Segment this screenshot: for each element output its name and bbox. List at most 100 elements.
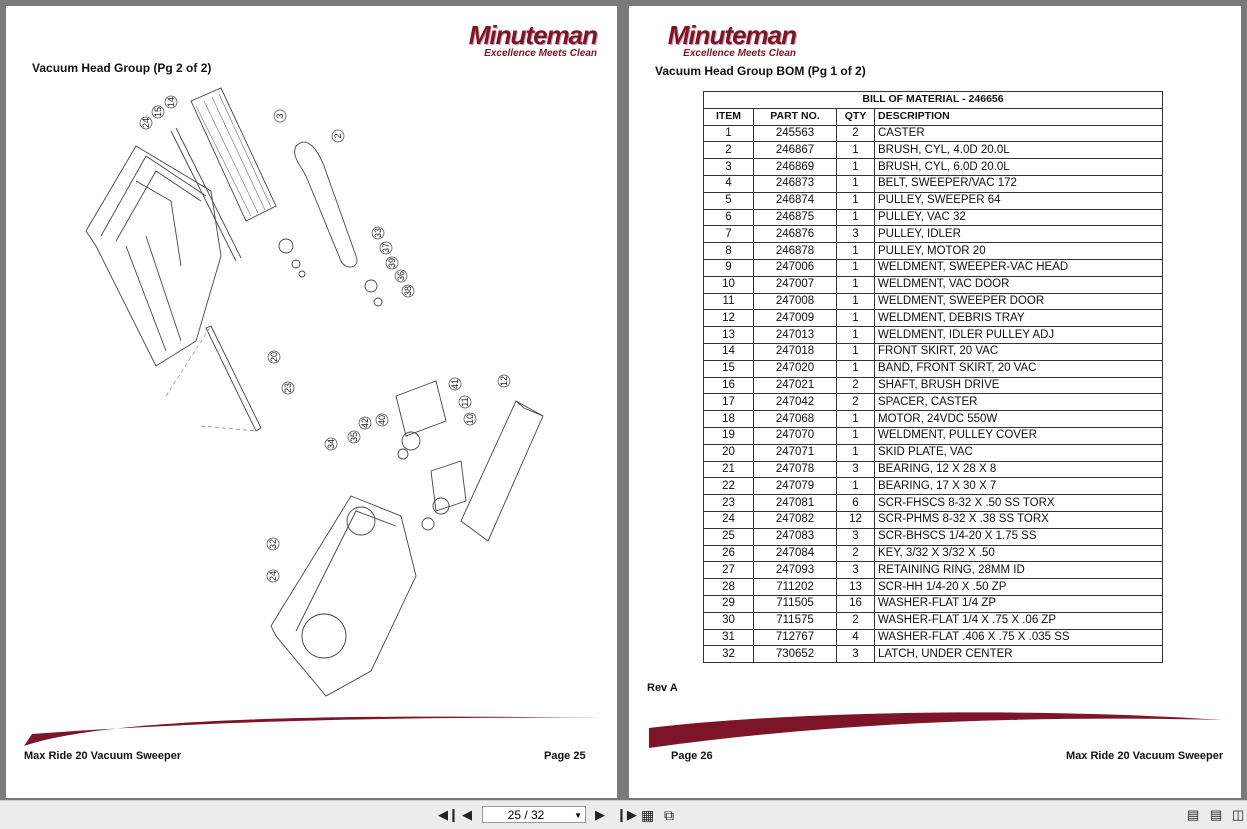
table-cell: 247006 (753, 258, 837, 277)
table-cell: 27 (703, 561, 754, 580)
callout: 14 (164, 95, 178, 109)
svg-text:40: 40 (377, 415, 387, 425)
table-cell: 10 (703, 275, 754, 294)
table-cell: LATCH, UNDER CENTER (874, 645, 1163, 664)
last-page-icon[interactable]: ❙▶ (616, 807, 637, 822)
table-cell: 1 (836, 174, 875, 193)
fit-width-icon[interactable]: ▦ (641, 807, 655, 823)
table-cell: SHAFT, BRUSH DRIVE (874, 376, 1163, 395)
continuous-view-icon[interactable]: ▤ (1210, 807, 1223, 822)
svg-text:41: 41 (450, 379, 460, 389)
table-cell: WASHER-FLAT 1/4 X .75 X .06 ZP (874, 611, 1163, 630)
table-cell: 9 (703, 258, 754, 277)
svg-text:2: 2 (333, 133, 343, 138)
callout: 40 (375, 413, 389, 427)
page-number-input[interactable]: 25 / 32 ▼ (482, 806, 586, 823)
callout: 35 (347, 430, 361, 444)
callout: 20 (267, 350, 281, 364)
single-page-view-icon[interactable]: ▤ (1187, 807, 1200, 822)
table-cell: 711575 (753, 611, 837, 630)
dropdown-icon[interactable]: ▼ (574, 811, 582, 820)
two-page-icon[interactable]: ⧉ (664, 807, 674, 823)
table-cell: 247021 (753, 376, 837, 395)
table-cell: 247084 (753, 544, 837, 563)
table-cell: 18 (703, 410, 754, 428)
table-cell: 1 (836, 443, 875, 462)
table-cell: WASHER-FLAT 1/4 ZP (874, 594, 1163, 613)
table-cell: 28 (703, 578, 754, 596)
page-title: Vacuum Head Group BOM (Pg 1 of 2) (655, 64, 866, 78)
column-header: ITEM (703, 107, 754, 126)
first-page-icon[interactable]: ◀❙ (438, 807, 459, 822)
svg-text:10: 10 (465, 414, 475, 424)
table-cell: 246874 (753, 191, 837, 210)
table-header-row: ITEM PART NO. QTY DESCRIPTION (703, 107, 1163, 126)
svg-text:20: 20 (269, 352, 279, 362)
table-cell: 245563 (753, 124, 837, 143)
brand-logo: Minuteman Excellence Meets Clean (646, 20, 797, 59)
prev-page-icon[interactable]: ◀ (462, 807, 472, 822)
svg-text:24: 24 (268, 571, 278, 581)
column-header: QTY (836, 107, 875, 126)
table-cell: 247070 (753, 426, 837, 445)
table-cell: BEARING, 12 X 28 X 8 (874, 460, 1163, 479)
table-cell: 246875 (753, 208, 837, 227)
revision-label: Rev A (647, 682, 678, 694)
column-header: PART NO. (753, 107, 837, 126)
table-cell: 1 (836, 309, 875, 328)
table-cell: 13 (836, 578, 875, 596)
table-cell: WELDMENT, SWEEPER-VAC HEAD (874, 258, 1163, 277)
callout: 36 (394, 269, 408, 283)
table-cell: 1 (836, 141, 875, 160)
table-cell: 1 (836, 410, 875, 428)
next-page-icon[interactable]: ▶ (595, 807, 605, 822)
table-cell: 711505 (753, 594, 837, 613)
svg-text:37: 37 (381, 243, 391, 253)
table-cell: 31 (703, 628, 754, 647)
table-cell: 247020 (753, 359, 837, 378)
table-cell: 20 (703, 443, 754, 462)
page-indicator: 25 / 32 (507, 808, 545, 822)
footer-swoosh (24, 716, 599, 746)
vac-housing-lower (270, 495, 417, 697)
callout: 24 (139, 116, 153, 130)
table-cell: 1 (836, 326, 875, 344)
svg-text:34: 34 (326, 439, 336, 449)
svg-text:11: 11 (460, 397, 470, 406)
table-cell: 26 (703, 544, 754, 563)
table-cell: 32 (703, 645, 754, 664)
table-cell: WELDMENT, SWEEPER DOOR (874, 292, 1163, 311)
table-cell: 19 (703, 426, 754, 445)
table-cell: 247008 (753, 292, 837, 311)
table-cell: 2 (703, 141, 754, 160)
callout: 34 (324, 437, 338, 451)
table-cell: 22 (703, 477, 754, 496)
table-cell: 21 (703, 460, 754, 479)
table-cell: PULLEY, IDLER (874, 225, 1163, 244)
skid-plate (205, 325, 262, 432)
brand-name: Minuteman (667, 20, 797, 50)
table-cell: 2 (836, 393, 875, 412)
page-26: Minuteman Excellence Meets Clean Vacuum … (629, 6, 1241, 798)
table-cell: 3 (836, 527, 875, 546)
callout: 37 (379, 241, 393, 255)
table-cell: 1 (836, 292, 875, 311)
svg-text:42: 42 (360, 418, 370, 428)
facing-view-icon[interactable]: ◫ (1232, 807, 1245, 822)
page-number: Page 25 (544, 750, 586, 762)
svg-text:24: 24 (141, 118, 151, 128)
table-cell: CASTER (874, 124, 1163, 143)
table-cell: 25 (703, 527, 754, 546)
table-cell: 1 (836, 342, 875, 361)
